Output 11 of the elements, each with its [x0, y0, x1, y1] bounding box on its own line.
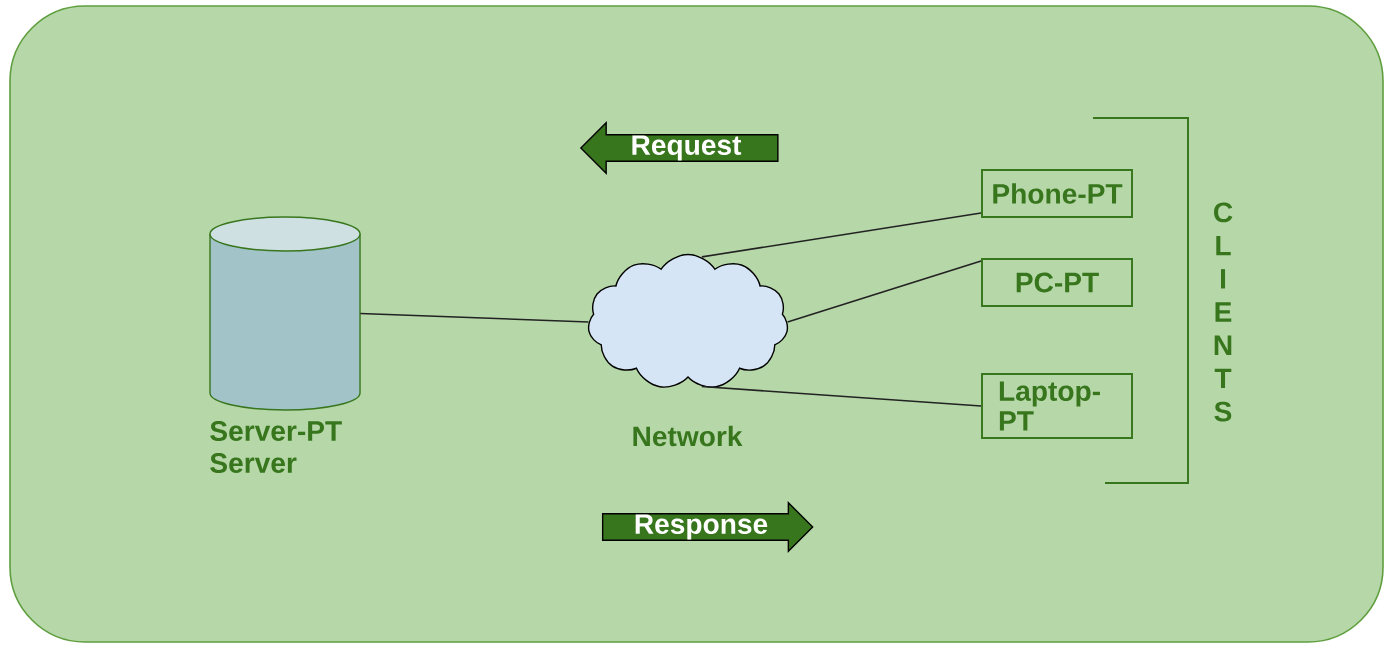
text-box: Phone-PT — [981, 169, 1133, 218]
connector-line — [700, 385, 982, 407]
vertical-label: C L I E N T S — [1214, 202, 1233, 422]
connector-line — [786, 260, 982, 323]
node-label: Network — [633, 425, 743, 447]
node-label: Server-PT — [210, 421, 342, 441]
node-label: Server — [210, 453, 297, 473]
text-box: Laptop- PT — [981, 373, 1133, 439]
connector-line — [701, 212, 982, 258]
connector-line — [359, 312, 590, 323]
text-box: PC-PT — [981, 258, 1133, 307]
